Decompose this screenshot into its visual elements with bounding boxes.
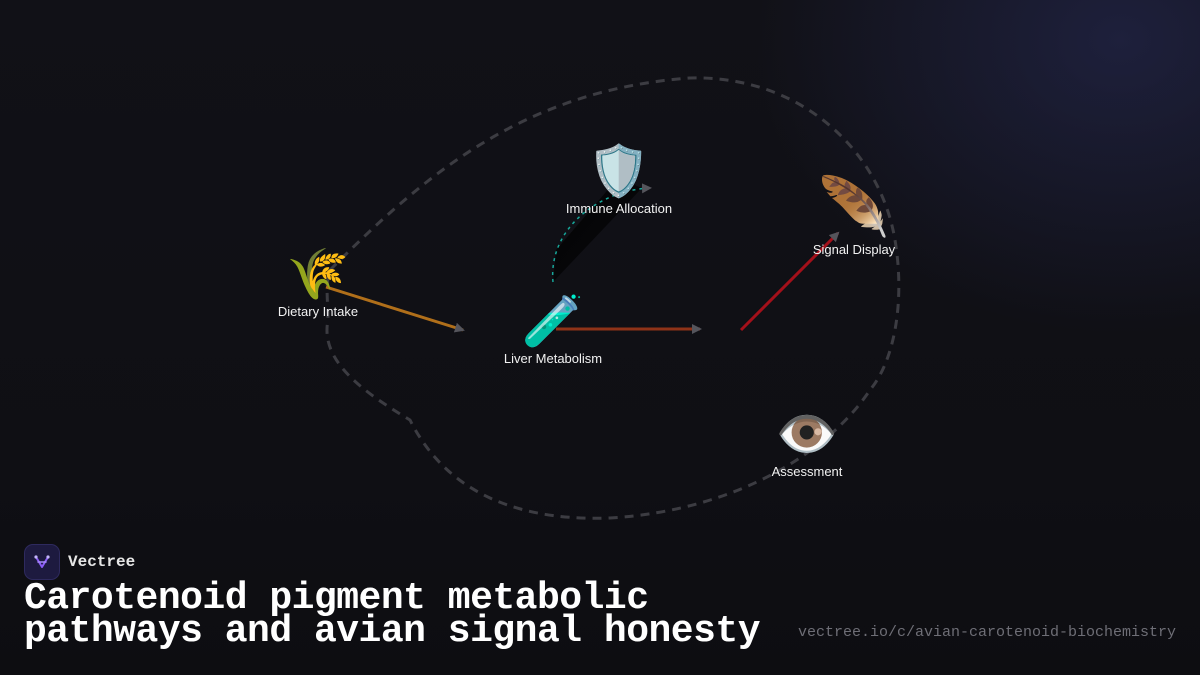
immune-wedge xyxy=(553,178,642,282)
node-label: Liver Metabolism xyxy=(503,351,603,366)
node-label: Dietary Intake xyxy=(277,304,359,319)
sheaf-of-rice-icon: 🌾 xyxy=(286,246,350,302)
node-signal-display: 🪶 Signal Display xyxy=(774,175,934,258)
title-line-2: pathways and avian signal honesty xyxy=(24,610,761,653)
brand: Vectree xyxy=(24,544,135,580)
source-url: vectree.io/c/avian-carotenoid-biochemist… xyxy=(797,624,1176,641)
test-tube-icon: 🧪 xyxy=(521,293,585,349)
edge-dietary-liver xyxy=(325,285,465,333)
title-line-1: Carotenoid pigment metabolic xyxy=(24,577,649,620)
feather-icon: 🪶 xyxy=(817,175,891,240)
node-label: Signal Display xyxy=(812,242,896,257)
node-label: Immune Allocation xyxy=(565,201,673,216)
node-liver-metabolism: 🧪 Liver Metabolism xyxy=(473,293,633,366)
node-dietary-intake: 🌾 Dietary Intake xyxy=(238,246,398,319)
node-immune-allocation: 🛡️ Immune Allocation xyxy=(539,143,699,216)
vectree-logo-icon xyxy=(24,544,60,580)
edge-liver-immune xyxy=(552,183,652,283)
cycle-outline xyxy=(325,76,901,520)
eye-icon: 👁️ xyxy=(775,406,839,462)
node-assessment: 👁️ Assessment xyxy=(727,406,887,479)
node-label: Assessment xyxy=(771,464,843,479)
brand-name: Vectree xyxy=(68,553,136,571)
page-title: Carotenoid pigment metabolic pathways an… xyxy=(24,580,761,651)
edge-to-signal xyxy=(739,231,840,332)
shield-icon: 🛡️ xyxy=(587,143,651,199)
